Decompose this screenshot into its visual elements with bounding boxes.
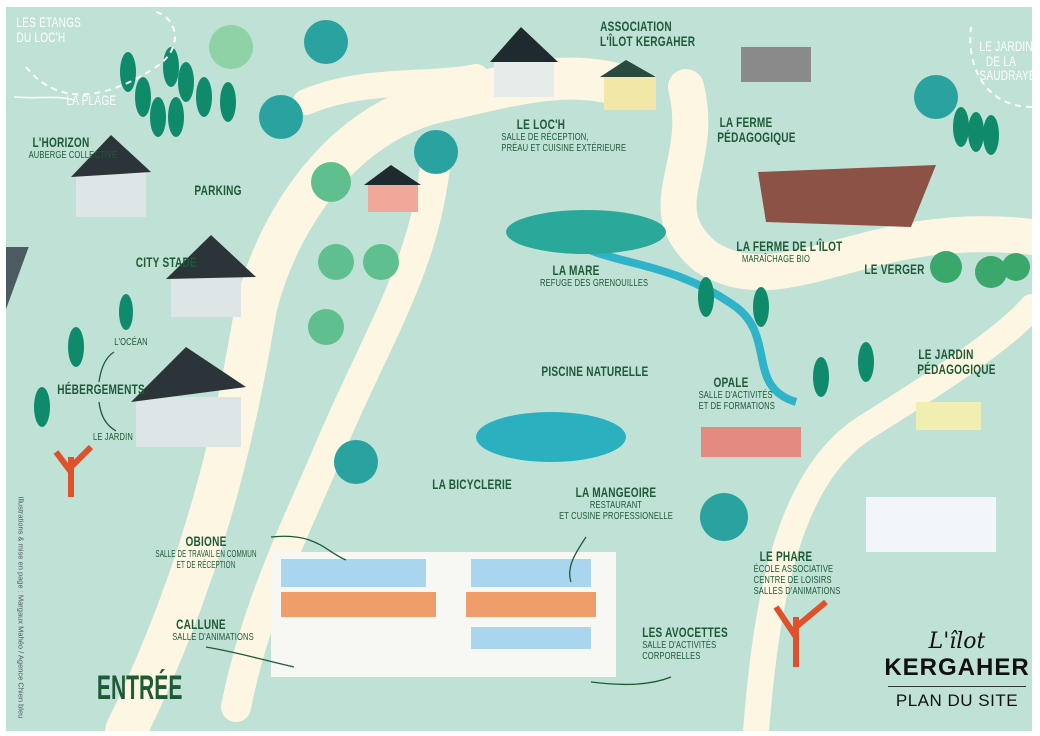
city-stade-court <box>6 247 29 332</box>
etangs-boundary <box>25 11 176 96</box>
trees <box>34 20 1030 541</box>
label-jardin-hebergement[interactable]: LE JARDIN <box>93 431 133 443</box>
label-city-stade[interactable]: CITY STADE <box>135 254 197 270</box>
river <box>563 233 798 406</box>
label-verger[interactable]: LE VERGER <box>864 261 925 277</box>
logo: L'îlot KERGAHER PLAN DU SITE <box>882 629 1032 711</box>
label-bicyclerie[interactable]: LA BICYCLERIE <box>432 476 512 492</box>
map-illustration <box>6 11 1032 731</box>
coral-trees <box>53 444 828 667</box>
label-parking[interactable]: PARKING <box>194 182 242 198</box>
logo-brand: KERGAHER <box>884 654 1030 681</box>
saudraye-boundary <box>969 26 1032 108</box>
label-piscine[interactable]: PISCINE NATURELLE <box>541 363 649 379</box>
label-hebergements[interactable]: HÉBERGEMENTS <box>57 381 145 397</box>
logo-script: L'îlot <box>928 629 986 654</box>
plan-title: PLAN DU SITE <box>895 691 1019 710</box>
logo-divider <box>888 686 1026 687</box>
label-plage: LA PLAGE <box>66 92 117 108</box>
buildings <box>71 27 996 677</box>
field <box>758 165 936 227</box>
label-ocean[interactable]: L'OCÉAN <box>114 336 148 348</box>
piscine-pond <box>476 412 626 462</box>
arrows <box>98 351 672 686</box>
credit-text: Illustrations & mise en page : Margaux M… <box>16 496 26 719</box>
plage-arrow <box>13 96 75 101</box>
la-mare-pond <box>506 210 666 254</box>
label-entree[interactable]: ENTRÉE <box>96 669 183 707</box>
